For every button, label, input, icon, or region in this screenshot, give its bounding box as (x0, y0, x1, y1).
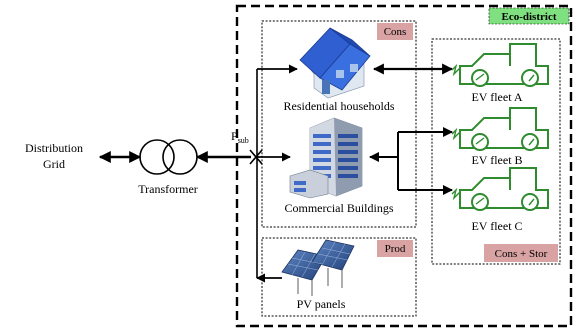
eco-district-label: Eco-district (502, 11, 557, 23)
consumption-tag (377, 23, 413, 40)
ev-fleet-b-label: EV fleet B (471, 153, 522, 167)
consumption-label: Cons (384, 26, 407, 38)
transformer-label: Transformer (138, 182, 198, 196)
electric-vehicle-icon (451, 107, 549, 151)
ev-fleet-a (451, 43, 549, 87)
bus-junction (249, 149, 263, 165)
ev-fleet-c-label: EV fleet C (471, 219, 522, 233)
house-icon (299, 27, 371, 99)
electric-vehicle-icon (451, 167, 549, 211)
eco-district-tag (488, 7, 570, 25)
ev-fleet-b (451, 107, 549, 151)
grid-label-line1: Distribution (25, 141, 83, 155)
production-tag (377, 240, 413, 257)
ev-fleet-c (451, 167, 549, 211)
pv-label: PV panels (297, 297, 346, 311)
transformer-icon (139, 139, 198, 175)
psub-label: Psub (231, 129, 249, 145)
solar-panel-icon (281, 239, 355, 296)
eco-district-boundary (235, 4, 573, 328)
grid-label-line2: Grid (43, 157, 65, 171)
ev-fleet-a-label: EV fleet A (471, 90, 522, 104)
commercial-label: Commercial Buildings (285, 201, 394, 215)
consumption-box (261, 20, 417, 228)
storage-label: Cons + Stor (495, 248, 548, 260)
production-label: Prod (385, 243, 406, 255)
storage-tag (484, 244, 558, 262)
electric-vehicle-icon (451, 43, 549, 87)
office-building-icon (289, 117, 363, 199)
residential-label: Residential households (284, 99, 395, 113)
